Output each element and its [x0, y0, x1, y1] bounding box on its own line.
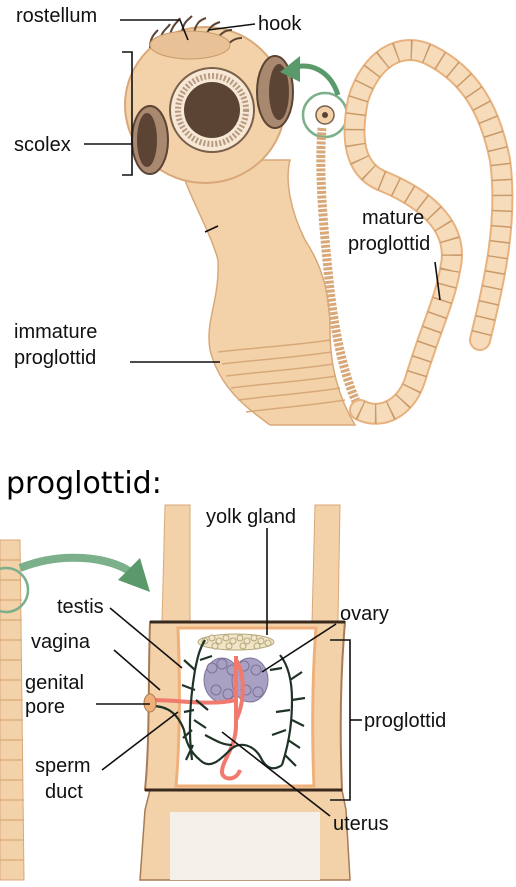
testis-network [151, 639, 306, 770]
label-rostellum: rostellum [16, 5, 97, 27]
label-immature: immature [14, 321, 97, 343]
label-mature: mature [362, 207, 424, 229]
whole-worm [280, 39, 514, 425]
label-immature-proglottid: proglottid [14, 347, 96, 369]
bottom-leaders [96, 528, 362, 817]
label-genital-pore: pore [25, 696, 65, 718]
genital-pore [143, 693, 157, 713]
scolex-illustration [124, 15, 357, 426]
label-proglottid: proglottid [364, 710, 446, 732]
label-yolk-gland: yolk gland [206, 506, 296, 528]
side-strobila [0, 539, 25, 881]
arrow-head-top [280, 56, 300, 82]
yolk-gland [197, 633, 275, 651]
proglottid-illustration [0, 504, 351, 881]
label-testis: testis [57, 596, 104, 618]
uterus-tube [151, 656, 245, 781]
label-uterus: uterus [333, 813, 389, 835]
label-sperm-duct: duct [45, 781, 83, 803]
neck [176, 159, 357, 426]
label-sperm: sperm [35, 755, 91, 777]
immature-segments [217, 339, 346, 413]
side-highlight-ring [0, 566, 30, 614]
label-genital: genital [25, 672, 84, 694]
arrow-to-proglottid [18, 553, 138, 579]
worm-neck [316, 127, 365, 413]
label-scolex: scolex [14, 134, 71, 156]
label-ovary: ovary [340, 603, 389, 625]
top-leaders [84, 19, 441, 363]
rostellum-tip [149, 30, 231, 60]
label-vagina: vagina [31, 631, 91, 653]
section-title: proglottid: [6, 466, 162, 501]
arrow-head-bottom [118, 558, 150, 592]
label-hook: hook [258, 13, 302, 35]
label-mature-proglottid: proglottid [348, 233, 430, 255]
